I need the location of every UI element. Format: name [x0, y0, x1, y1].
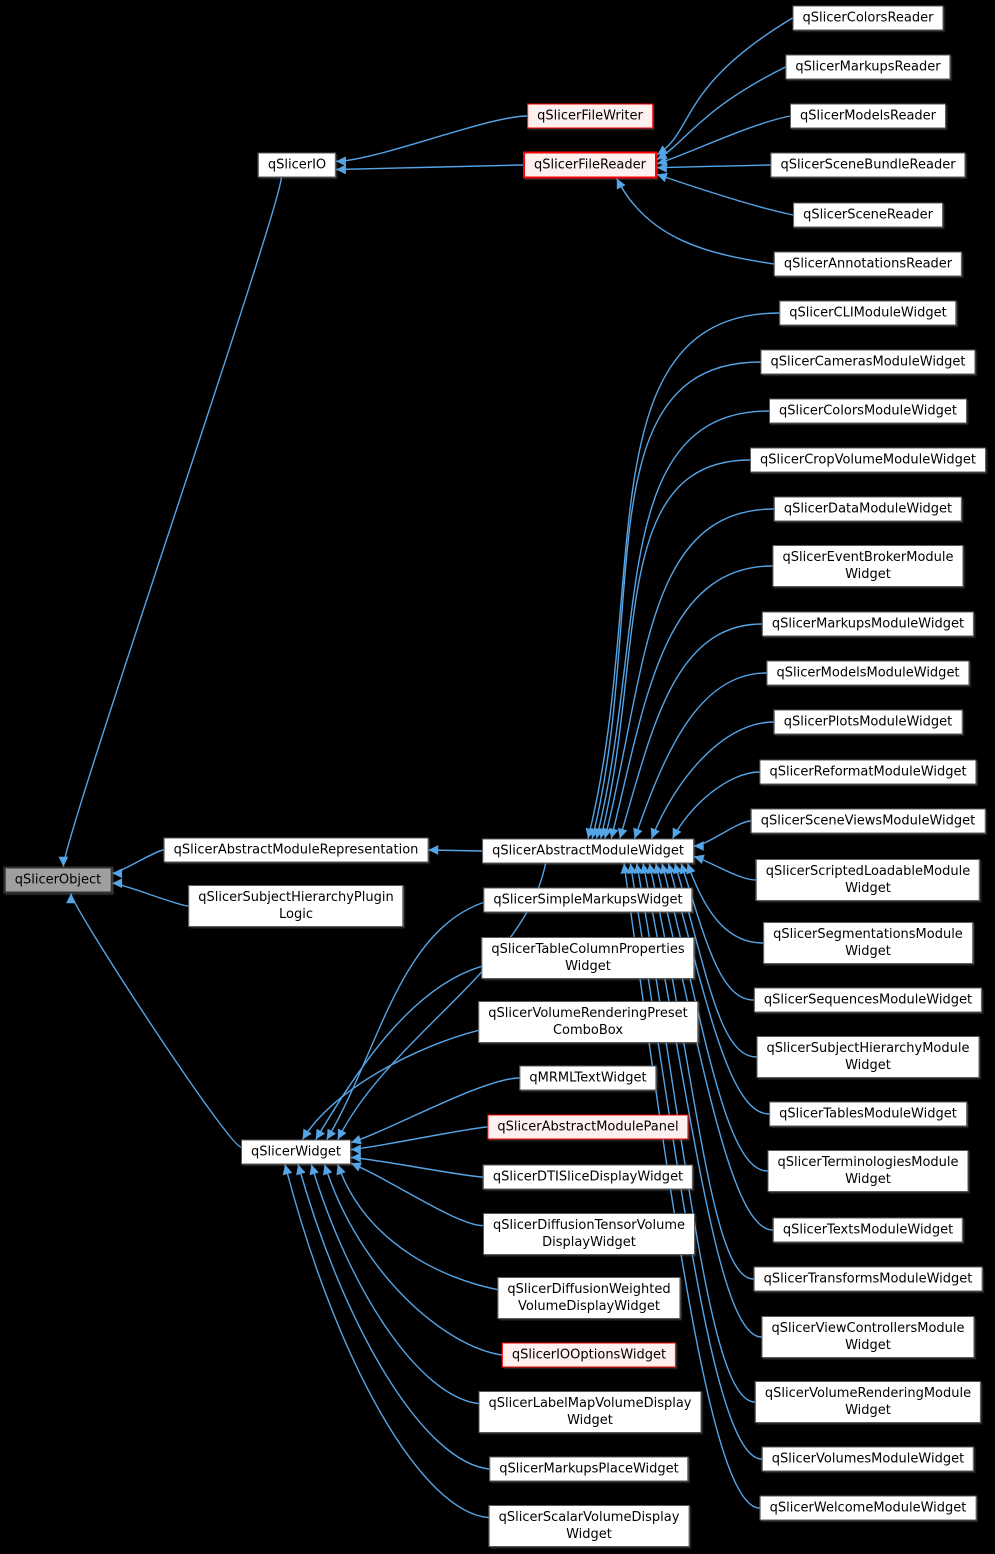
- edge-annotationsReader-to-fileReader: [616, 178, 775, 265]
- class-node-qSlicerAbstractModuleRepresentation[interactable]: qSlicerAbstractModuleRepresentation: [163, 837, 429, 863]
- class-node-qSlicerIOOptionsWidget[interactable]: qSlicerIOOptionsWidget: [501, 1342, 677, 1368]
- class-node-qSlicerEventBrokerModuleWidget[interactable]: qSlicerEventBrokerModule Widget: [772, 545, 964, 587]
- edge-amr-to-object: [112, 849, 164, 879]
- edge-fileReader-to-io: [336, 164, 524, 175]
- class-node-qSlicerSubjectHierarchyPluginLogic[interactable]: qSlicerSubjectHierarchyPlugin Logic: [188, 885, 404, 927]
- edge-modelsReader-to-fileReader: [656, 115, 791, 166]
- class-node-qMRMLTextWidget[interactable]: qMRMLTextWidget: [519, 1065, 657, 1091]
- class-node-qSlicerScriptedLoadableModuleWidget[interactable]: qSlicerScriptedLoadableModule Widget: [755, 859, 981, 901]
- class-node-qSlicerVolumesModuleWidget[interactable]: qSlicerVolumesModuleWidget: [761, 1446, 975, 1472]
- edge-scripted-to-amw: [693, 854, 756, 881]
- edge-tableColProps-to-slicerWidget: [315, 965, 482, 1140]
- class-node-qSlicerDiffusionWeightedVolumeDisplayWidget[interactable]: qSlicerDiffusionWeighted VolumeDisplayWi…: [497, 1277, 681, 1319]
- class-node-qSlicerSequencesModuleWidget[interactable]: qSlicerSequencesModuleWidget: [753, 987, 983, 1013]
- edge-qmrmlText-to-slicerWidget: [350, 1077, 520, 1145]
- class-node-qSlicerMarkupsPlaceWidget[interactable]: qSlicerMarkupsPlaceWidget: [489, 1456, 689, 1482]
- class-node-qSlicerScalarVolumeDisplayWidget[interactable]: qSlicerScalarVolumeDisplay Widget: [488, 1505, 690, 1547]
- edge-reformat-to-amw: [672, 771, 760, 839]
- class-node-qSlicerColorsModuleWidget[interactable]: qSlicerColorsModuleWidget: [769, 398, 967, 424]
- edge-simpleMarkups-to-slicerWidget: [326, 901, 484, 1140]
- class-node-qSlicerSegmentationsModuleWidget[interactable]: qSlicerSegmentationsModule Widget: [763, 922, 973, 964]
- class-node-qSlicerSceneBundleReader[interactable]: qSlicerSceneBundleReader: [770, 152, 966, 178]
- class-node-qSlicerObject[interactable]: qSlicerObject: [3, 866, 113, 894]
- class-node-qSlicerIO[interactable]: qSlicerIO: [257, 152, 337, 178]
- edge-colorsMW-to-amw: [594, 410, 770, 839]
- edge-sceneViews-to-amw: [693, 820, 751, 851]
- class-node-qSlicerAnnotationsReader[interactable]: qSlicerAnnotationsReader: [773, 251, 963, 277]
- class-node-qSlicerTablesModuleWidget[interactable]: qSlicerTablesModuleWidget: [769, 1101, 967, 1127]
- class-node-qSlicerSubjectHierarchyModuleWidget[interactable]: qSlicerSubjectHierarchyModule Widget: [756, 1036, 980, 1078]
- class-node-qSlicerTextsModuleWidget[interactable]: qSlicerTextsModuleWidget: [772, 1217, 964, 1243]
- edge-diffWeighted-to-slicerWidget: [336, 1164, 498, 1291]
- edge-volRenderPreset-to-slicerWidget: [301, 1029, 479, 1140]
- edge-modelsMW-to-amw: [633, 672, 767, 839]
- class-node-qSlicerVolumeRenderingPresetComboBox[interactable]: qSlicerVolumeRenderingPreset ComboBox: [478, 1001, 698, 1043]
- edge-amw-to-amr: [428, 845, 483, 855]
- edge-slicerWidget-to-object: [66, 893, 242, 1148]
- edge-amPanel-to-slicerWidget: [350, 1126, 488, 1155]
- class-node-qSlicerReformatModuleWidget[interactable]: qSlicerReformatModuleWidget: [759, 759, 977, 785]
- class-node-qSlicerWelcomeModuleWidget[interactable]: qSlicerWelcomeModuleWidget: [759, 1495, 977, 1521]
- class-node-qSlicerViewControllersModuleWidget[interactable]: qSlicerViewControllersModule Widget: [761, 1316, 975, 1358]
- class-node-qSlicerCamerasModuleWidget[interactable]: qSlicerCamerasModuleWidget: [760, 349, 976, 375]
- class-node-qSlicerSceneReader[interactable]: qSlicerSceneReader: [793, 202, 943, 228]
- class-node-qSlicerFileWriter[interactable]: qSlicerFileWriter: [527, 103, 653, 129]
- edge-tablesMW-to-amw: [666, 863, 770, 1115]
- class-node-qSlicerCLIModuleWidget[interactable]: qSlicerCLIModuleWidget: [779, 300, 957, 326]
- edge-io-to-object: [58, 177, 282, 867]
- class-node-qSlicerCropVolumeModuleWidget[interactable]: qSlicerCropVolumeModuleWidget: [750, 447, 986, 473]
- class-node-qSlicerDataModuleWidget[interactable]: qSlicerDataModuleWidget: [773, 496, 963, 522]
- class-node-qSlicerModelsModuleWidget[interactable]: qSlicerModelsModuleWidget: [766, 660, 970, 686]
- class-node-qSlicerDTISliceDisplayWidget[interactable]: qSlicerDTISliceDisplayWidget: [482, 1164, 694, 1190]
- edge-terminologies-to-amw: [659, 863, 768, 1172]
- class-node-qSlicerTransformsModuleWidget[interactable]: qSlicerTransformsModuleWidget: [753, 1266, 983, 1292]
- class-node-qSlicerPlotsModuleWidget[interactable]: qSlicerPlotsModuleWidget: [773, 709, 963, 735]
- edge-ioOptions-to-slicerWidget: [322, 1164, 503, 1356]
- edge-markupsReader-to-fileReader: [656, 66, 786, 161]
- class-node-qSlicerTableColumnPropertiesWidget[interactable]: qSlicerTableColumnProperties Widget: [481, 937, 695, 979]
- class-node-qSlicerFileReader[interactable]: qSlicerFileReader: [523, 151, 657, 179]
- edge-plots-to-amw: [650, 721, 774, 839]
- edge-cli-to-amw: [585, 312, 780, 839]
- edge-sequences-to-amw: [679, 863, 754, 1001]
- edge-sceneBundleReader-to-fileReader: [656, 162, 771, 173]
- class-node-qSlicerDiffusionTensorVolumeDisplayWidget[interactable]: qSlicerDiffusionTensorVolume DisplayWidg…: [482, 1213, 696, 1255]
- edge-cropVolume-to-amw: [598, 459, 751, 839]
- class-node-qSlicerAbstractModuleWidget[interactable]: qSlicerAbstractModuleWidget: [482, 838, 694, 864]
- class-node-qSlicerLabelMapVolumeDisplayWidget[interactable]: qSlicerLabelMapVolumeDisplay Widget: [478, 1391, 702, 1433]
- edge-markupsPlace-to-slicerWidget: [296, 1164, 490, 1470]
- edge-sceneReader-to-fileReader: [656, 172, 794, 216]
- edge-fileWriter-to-io: [336, 115, 528, 167]
- edge-cameras-to-amw: [589, 361, 761, 839]
- edge-dtiSlice-to-slicerWidget: [350, 1152, 483, 1178]
- edge-labelMap-to-slicerWidget: [309, 1164, 479, 1405]
- class-node-qSlicerColorsReader[interactable]: qSlicerColorsReader: [792, 5, 944, 31]
- class-node-qSlicerSimpleMarkupsWidget[interactable]: qSlicerSimpleMarkupsWidget: [483, 887, 693, 913]
- edge-segmentations-to-amw: [686, 863, 764, 944]
- class-node-qSlicerTerminologiesModuleWidget[interactable]: qSlicerTerminologiesModule Widget: [767, 1150, 969, 1192]
- edge-dataMW-to-amw: [602, 508, 774, 839]
- edge-eventBroker-to-amw: [608, 565, 773, 839]
- edge-volumesMW-to-amw: [627, 863, 762, 1460]
- edge-diffTensor-to-slicerWidget: [350, 1162, 484, 1227]
- edge-colorsReader-to-fileReader: [656, 17, 793, 156]
- class-node-qSlicerMarkupsReader[interactable]: qSlicerMarkupsReader: [785, 54, 951, 80]
- class-node-qSlicerVolumeRenderingModuleWidget[interactable]: qSlicerVolumeRenderingModule Widget: [754, 1381, 982, 1423]
- class-node-qSlicerMarkupsModuleWidget[interactable]: qSlicerMarkupsModuleWidget: [761, 611, 975, 637]
- edge-shpl-to-object: [112, 878, 189, 907]
- class-node-qSlicerModelsReader[interactable]: qSlicerModelsReader: [789, 103, 947, 129]
- class-node-qSlicerSceneViewsModuleWidget[interactable]: qSlicerSceneViewsModuleWidget: [750, 808, 986, 834]
- class-node-qSlicerWidget[interactable]: qSlicerWidget: [241, 1139, 351, 1165]
- edge-scalarVolume-to-slicerWidget: [282, 1164, 489, 1519]
- edge-markupsMW-to-amw: [617, 623, 762, 839]
- class-node-qSlicerAbstractModulePanel[interactable]: qSlicerAbstractModulePanel: [487, 1114, 689, 1140]
